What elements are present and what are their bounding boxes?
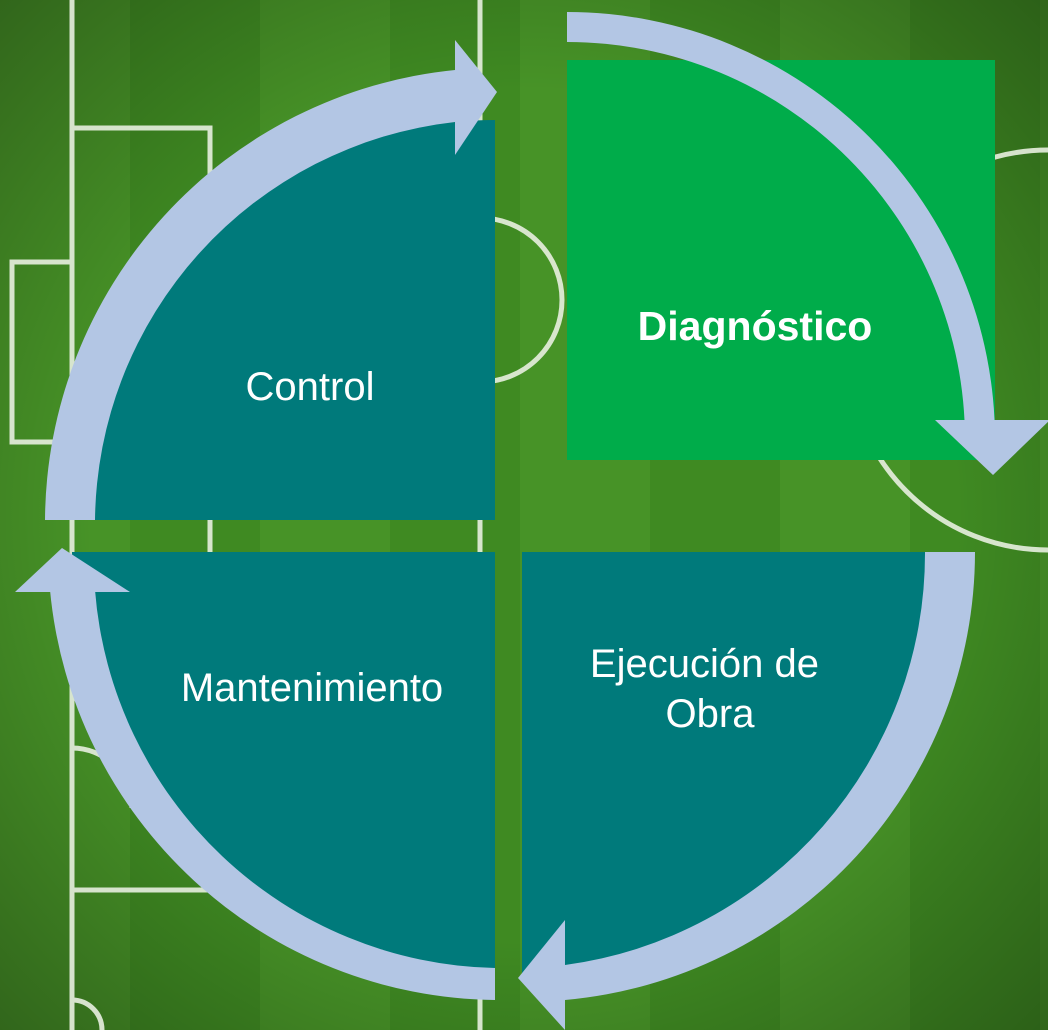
arrow-ejecucion-to-mantenimiento bbox=[518, 552, 975, 1030]
arrow-head-left bbox=[518, 920, 565, 1030]
arrow-head-up bbox=[15, 548, 130, 592]
cycle-arrows bbox=[15, 12, 1048, 1030]
label-ejecucion-line-2: Obra bbox=[666, 692, 756, 736]
quadrant-mantenimiento[interactable] bbox=[72, 552, 495, 975]
arrow-band bbox=[567, 12, 995, 440]
cycle-labels: Diagnóstico Ejecución de Obra Mantenimie… bbox=[181, 303, 873, 736]
quadrant-control[interactable] bbox=[95, 120, 495, 520]
label-mantenimiento: Mantenimiento bbox=[181, 666, 443, 710]
arrow-band bbox=[50, 590, 495, 1000]
label-control: Control bbox=[246, 365, 375, 409]
label-diagnostico: Diagnóstico bbox=[638, 303, 873, 349]
arrow-band bbox=[45, 70, 455, 520]
label-ejecucion-line-1: Ejecución de bbox=[590, 642, 819, 686]
arrow-control-to-diagnostico bbox=[45, 40, 497, 520]
arrow-diagnostico-to-ejecucion bbox=[567, 12, 1048, 475]
arrow-band bbox=[565, 552, 975, 1000]
label-ejecucion: Ejecución de Obra bbox=[590, 642, 830, 736]
arrow-head-down bbox=[935, 420, 1048, 475]
arrow-head-right bbox=[455, 40, 497, 155]
quadrant-ejecucion[interactable] bbox=[522, 552, 945, 975]
arrow-mantenimiento-to-control bbox=[15, 548, 495, 1000]
